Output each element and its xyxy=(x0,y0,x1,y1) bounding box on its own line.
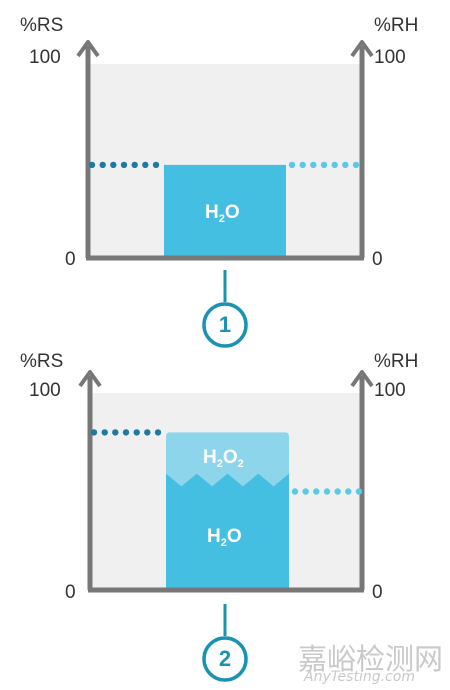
level-dot xyxy=(120,161,128,169)
step-number-2: 2 xyxy=(218,646,232,671)
left-level-dots-2 xyxy=(90,429,162,436)
liquid-h2o-2 xyxy=(166,473,289,590)
level-dot xyxy=(355,488,363,495)
left-level-dots-1 xyxy=(88,161,160,169)
right-level-dots-2 xyxy=(291,488,363,495)
right-bottom-tick-1: 0 xyxy=(372,249,383,270)
level-dot xyxy=(88,161,96,169)
level-dot xyxy=(90,429,98,436)
level-dot xyxy=(331,161,338,169)
left-bottom-tick-1: 0 xyxy=(65,249,76,270)
left-top-tick-1: 100 xyxy=(29,47,61,68)
right-axis-arrow-2 xyxy=(350,370,374,388)
right-level-dots-1 xyxy=(288,161,360,169)
left-axis-label-1: %RS xyxy=(20,15,64,36)
right-axis-label-2: %RH xyxy=(374,351,419,372)
level-dot xyxy=(342,161,349,169)
level-dot xyxy=(110,161,117,169)
panel-2 xyxy=(78,370,374,682)
level-dot xyxy=(112,429,119,436)
level-dot xyxy=(142,161,149,169)
step-number-1: 1 xyxy=(218,312,232,337)
level-dot xyxy=(154,429,162,436)
watermark-en: AnyTesting.com xyxy=(304,669,415,685)
step-circle-2 xyxy=(202,636,248,682)
panel-1 xyxy=(76,40,374,348)
level-dot xyxy=(345,488,352,495)
level-dot xyxy=(313,488,320,495)
level-dot xyxy=(122,429,130,436)
step-circle-1 xyxy=(202,302,248,348)
level-dot xyxy=(101,429,108,436)
right-axis-label-1: %RH xyxy=(374,15,419,36)
left-axis-arrow-2 xyxy=(78,370,102,388)
level-dot xyxy=(310,161,317,169)
right-bottom-tick-2: 0 xyxy=(372,582,383,603)
level-dot xyxy=(144,429,151,436)
level-dot xyxy=(291,488,299,495)
level-dot xyxy=(133,429,140,436)
level-dot xyxy=(152,161,160,169)
liquid-h2o-1 xyxy=(164,164,286,258)
level-dot xyxy=(334,488,341,495)
left-axis-label-2: %RS xyxy=(20,351,64,372)
left-axis-arrow-1 xyxy=(76,40,100,58)
level-dot xyxy=(320,161,328,169)
right-top-tick-1: 100 xyxy=(374,47,406,68)
left-top-tick-2: 100 xyxy=(29,380,61,401)
level-dot xyxy=(99,161,106,169)
right-top-tick-2: 100 xyxy=(374,380,406,401)
layer-label-2: H2O2 xyxy=(203,447,244,470)
liquid-label-1: H2O xyxy=(205,202,240,225)
watermark-cn: 嘉峪检测网 xyxy=(298,642,444,676)
left-bottom-tick-2: 0 xyxy=(65,582,76,603)
level-dot xyxy=(131,161,138,169)
level-dot xyxy=(323,488,331,495)
level-dot xyxy=(288,161,296,169)
right-axis-arrow-1 xyxy=(350,40,374,58)
level-dot xyxy=(299,161,306,169)
level-dot xyxy=(352,161,360,169)
level-dot xyxy=(302,488,309,495)
liquid-label-2: H2O xyxy=(207,526,242,549)
